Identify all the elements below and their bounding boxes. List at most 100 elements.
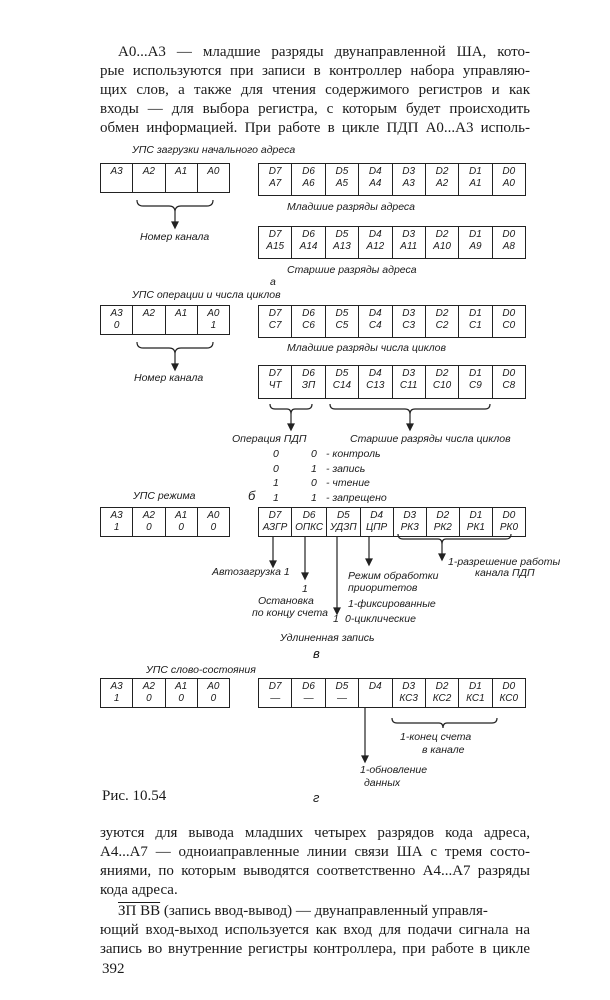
cell-text: 1 — [210, 320, 217, 331]
cell-text: 0 — [210, 693, 217, 704]
op-code-text: 0 — [311, 448, 317, 460]
text-line: ющий вход-выход используется как вход дл… — [100, 922, 530, 938]
cell-text: D4 — [368, 166, 382, 177]
fig-c-priority-4: 0-циклические — [345, 613, 416, 625]
cell-text: A1 — [175, 308, 188, 319]
cell-text: D0 — [502, 368, 516, 379]
cell-text: D2 — [435, 229, 449, 240]
cell-text: C1 — [469, 320, 482, 331]
op-code-text: 1 — [273, 477, 279, 489]
cell-text: A0 — [207, 681, 220, 692]
cell-text: D1 — [469, 308, 482, 319]
fig-c-priority-3: 1-фиксированные — [348, 598, 436, 610]
register-cell: A0 — [198, 164, 229, 192]
op-code-text: 0 — [311, 477, 317, 489]
cell-text: C4 — [368, 320, 382, 331]
fig-a-title: УПС загрузки начального адреса — [132, 144, 296, 156]
cell-text: D0 — [502, 681, 516, 692]
fig-b-op-label: Операция ПДП — [232, 433, 307, 445]
text-fragment: (запись ввод-вывод) — двунаправленный уп… — [160, 903, 488, 919]
cell-text: КС3 — [399, 693, 418, 704]
cell-text: C3 — [402, 320, 416, 331]
fig-a-low-label: Младшие разряды адреса — [287, 201, 416, 213]
cell-text: C14 — [332, 380, 352, 391]
cell-text — [362, 693, 388, 705]
cell-text: A5 — [335, 178, 349, 189]
cell-text: D3 — [403, 510, 417, 521]
cell-text: ОПКС — [295, 522, 324, 533]
cell-text: A14 — [299, 241, 318, 252]
op-code-text: 1 — [311, 491, 317, 504]
fig-c-stop-one: 1 — [302, 583, 308, 595]
cell-text: A3 — [110, 166, 123, 177]
fig-b-title: УПС операции и числа циклов — [132, 289, 281, 301]
cell-text: РК2 — [433, 522, 452, 533]
text-line: яниями, по которым выводятся соответстве… — [100, 863, 530, 879]
cell-text: 0 — [178, 522, 184, 533]
cell-text — [201, 178, 226, 190]
cell-text: D2 — [436, 510, 450, 521]
cell-text: 0 — [146, 522, 152, 533]
cell-text: C0 — [502, 320, 516, 331]
text-line: кода адреса. — [100, 882, 178, 898]
op-code-text: 0 — [273, 448, 279, 460]
register-cell: D5— — [326, 679, 360, 707]
cell-text: A7 — [269, 178, 282, 189]
cell-text: — — [303, 693, 314, 704]
cell-text: КС2 — [432, 693, 452, 704]
cell-text: A11 — [400, 241, 418, 252]
cell-text: C5 — [335, 320, 349, 331]
fig-a-left-register: A3 A2 A1 A0 — [100, 163, 230, 193]
cell-text: D2 — [435, 308, 449, 319]
register-cell: D7— — [259, 679, 293, 707]
cell-text: D5 — [335, 166, 349, 177]
text-line: запись во внутренние регистры контроллер… — [100, 941, 530, 957]
cell-text: D7 — [268, 681, 282, 692]
fig-a-letter: а — [270, 276, 276, 288]
page-number: 392 — [102, 961, 125, 977]
cell-text: КС1 — [466, 693, 485, 704]
op-code-text: 1 — [311, 462, 317, 475]
cell-text: A1 — [469, 178, 482, 189]
cell-text: C9 — [469, 380, 482, 391]
cell-text: C8 — [502, 380, 516, 391]
cell-text: A0 — [207, 510, 220, 521]
cell-text: A2 — [142, 681, 155, 692]
fig-b-channel-label: Номер канала — [134, 372, 204, 384]
cell-text: A2 — [142, 510, 155, 521]
cell-text: A3 — [402, 178, 415, 189]
cell-text: D1 — [469, 166, 482, 177]
cell-text: D5 — [335, 229, 349, 240]
fig-a-channel-label: Номер канала — [140, 231, 210, 243]
cell-text: КС0 — [499, 693, 519, 704]
cell-text: A3 — [110, 308, 123, 319]
op-code-text: - запрещено — [326, 491, 387, 504]
cell-text: D1 — [469, 510, 483, 521]
fig-c-priority-2: приоритетов — [348, 582, 418, 594]
